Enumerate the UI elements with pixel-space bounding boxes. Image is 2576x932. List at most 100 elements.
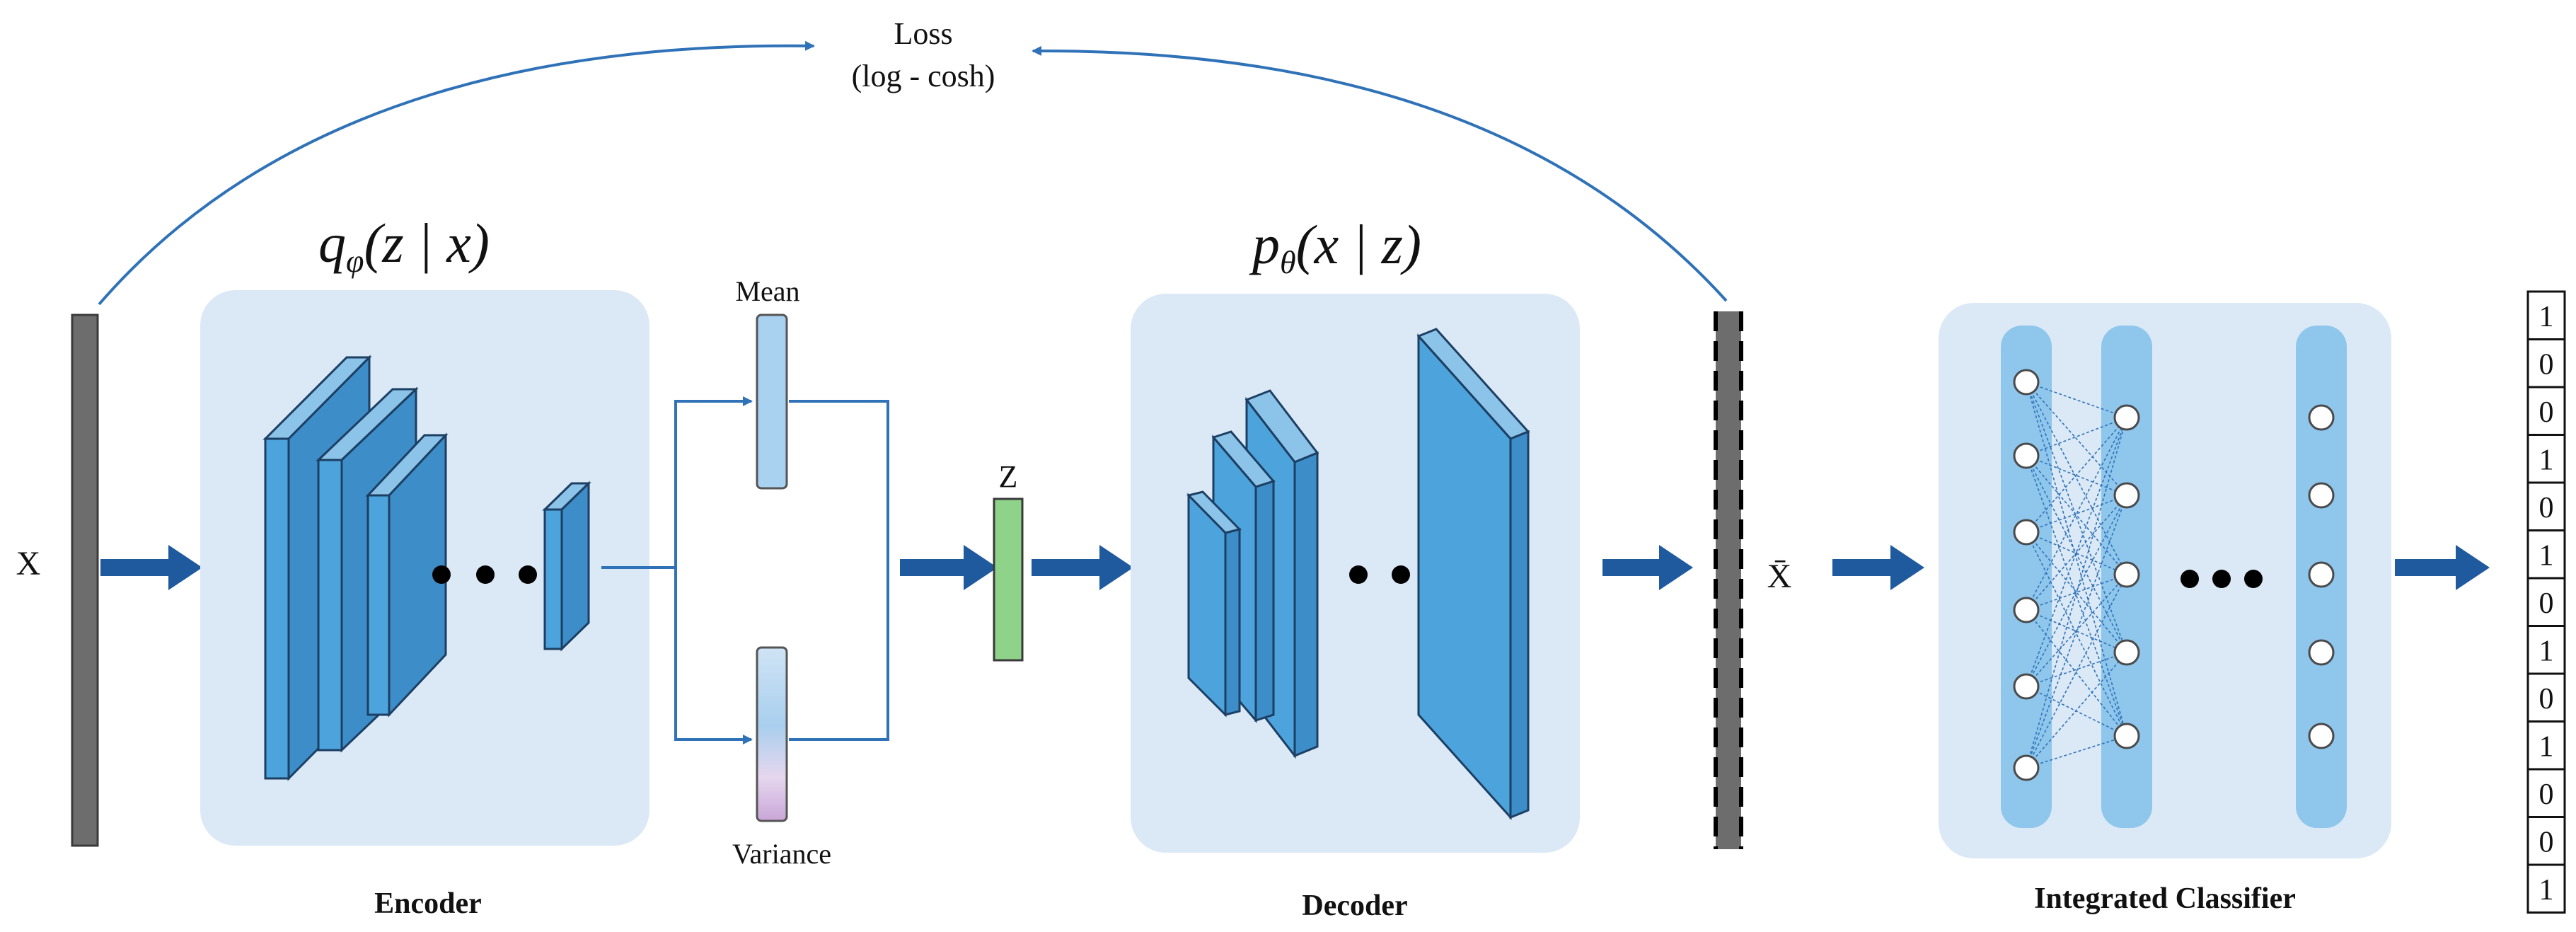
classifier-edge [2026,686,2127,737]
flow-arrows [100,545,2490,590]
latent-group: Mean Variance Z [601,275,1024,870]
classifier-node [2308,723,2335,749]
mean-vector [756,313,788,490]
classifier-edge [2026,652,2127,769]
output-cell-box [2526,625,2566,675]
classifier-edge [2026,531,2127,737]
output-cell-box [2526,434,2566,484]
decoder-group: pθ(x | z) Decoder [1131,214,1580,922]
latent-connectors [601,396,889,744]
classifier-edge [2026,574,2127,769]
output-cell: 1 [2526,290,2566,340]
loss-arc-left [98,40,815,306]
encoder-formula-main: q [318,212,346,274]
encoder-formula: qφ(z | x) [318,212,490,279]
classifier-node [2113,561,2140,588]
output-cell-box [2526,386,2566,436]
classifier-edge [2026,735,2127,769]
classifier-edge [2026,417,2127,687]
classifier-node [2013,519,2040,546]
classifier-nodes [2013,369,2335,781]
classifier-node [2308,639,2335,666]
classifier-node [2308,561,2335,588]
variance-label: Variance [732,838,831,870]
classifier-edge [2026,495,2127,611]
output-cell: 0 [2526,338,2566,389]
decoder-formula-main: p [1249,214,1280,275]
decoder-layer-3 [1186,490,1242,718]
output-cell-value: 1 [2539,301,2554,333]
decoder-layer-last [1416,328,1530,820]
output-cell-value: 0 [2539,683,2554,715]
right-arrow-icon [1032,545,1133,590]
classifier-node [2113,639,2140,666]
z-label: Z [999,459,1018,494]
classifier-edge [2026,417,2127,611]
output-cell: 1 [2526,625,2566,675]
output-cell: 0 [2526,481,2566,531]
decoder-label: Decoder [1302,890,1407,922]
classifier-edge [2026,455,2127,737]
output-cell-box [2526,863,2566,914]
output-cell-value: 1 [2539,539,2554,572]
output-cell-value: 1 [2539,635,2554,667]
three-dots-icon [2181,570,2263,588]
encoder-formula-args: (z | x) [364,212,489,274]
classifier-node [2013,597,2040,623]
output-cell-value: 0 [2539,492,2554,524]
output-cell-box [2526,720,2566,771]
output-cell: 1 [2526,720,2566,771]
reconstruction-label: X̄ [1767,558,1792,595]
classifier-node [2308,404,2335,431]
encoder-group: qφ(z | x) Encoder [200,212,649,920]
variance-vector [756,646,788,822]
z-vector [993,497,1024,662]
output-cell-box [2526,290,2566,340]
encoder-formula-sub: φ [346,243,364,279]
output-cell: 1 [2526,863,2566,914]
output-cell-value: 1 [2539,444,2554,476]
output-cell: 1 [2526,434,2566,484]
output-cell-value: 0 [2539,778,2554,811]
loss-subtitle: (log - cosh) [852,59,995,93]
classifier-edge [2026,652,2127,687]
classifier-node [2113,482,2140,509]
mean-label: Mean [735,275,799,307]
classifier-label: Integrated Classifier [2034,882,2296,915]
classifier-edge [2026,609,2127,737]
output-cell: 0 [2526,577,2566,627]
encoder-layer-3 [365,432,449,718]
classifier-node [2113,723,2140,749]
classifier-edge [2026,495,2127,687]
output-cell: 0 [2526,672,2566,723]
encoder-label: Encoder [374,887,482,920]
output-cell-box [2526,338,2566,389]
output-cell-box [2526,481,2566,531]
classifier-edge [2026,495,2127,769]
classifier-node [2013,673,2040,700]
classifier-edge [2026,381,2127,737]
loss-arc-right [1032,45,1728,302]
classifier-node [2013,754,2040,781]
classifier-node [2013,442,2040,469]
output-cell-value: 0 [2539,396,2554,429]
decoder-formula: pθ(x | z) [1249,214,1421,280]
classifier-node [2308,482,2335,509]
output-cell-value: 0 [2539,587,2554,620]
output-vector: 1 0 0 1 0 1 0 1 0 1 0 0 1 [2526,290,2566,914]
classifier-node [2013,369,2040,396]
output-cell: 0 [2526,816,2566,866]
right-arrow-icon [1832,545,1924,590]
output-cell-value: 0 [2539,348,2554,381]
classifier-group: Integrated Classifier [1939,303,2391,915]
right-arrow-icon [900,545,998,590]
output-cell-value: 0 [2539,826,2554,858]
decoder-formula-sub: θ [1280,244,1296,280]
classifier-edge [2026,455,2127,575]
input-bar [71,313,99,847]
classifier-node [2113,404,2140,431]
classifier-connections [2026,381,2127,769]
output-cell-box [2526,577,2566,627]
